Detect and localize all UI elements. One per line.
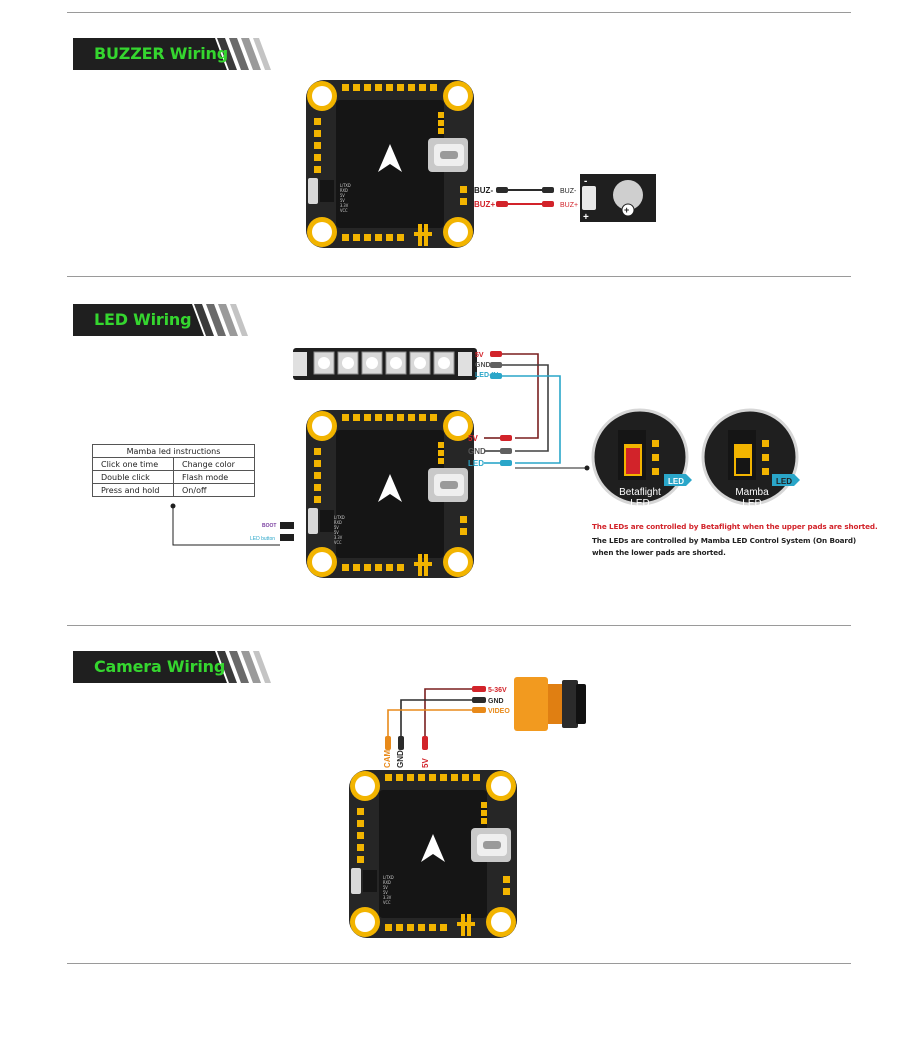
table-cell-action: Click one time (92, 457, 174, 471)
led-note-mamba-2: when the lower pads are shorted. (592, 548, 726, 557)
svg-text:3.3V: 3.3V (383, 895, 392, 900)
svg-text:5V: 5V (383, 890, 388, 895)
table-cell-result: Flash mode (173, 470, 255, 484)
zoom-betaflight-tag: LED (668, 477, 684, 486)
buzzer-fc-board (304, 78, 476, 250)
table-row: Press and hold On/off (92, 483, 255, 497)
divider-2 (67, 625, 851, 626)
svg-text:L/TXD: L/TXD (334, 515, 345, 520)
svg-text:VCC: VCC (340, 208, 348, 213)
svg-text:5V: 5V (383, 885, 388, 890)
board-cam-label: CAM (383, 749, 392, 768)
section-title: BUZZER Wiring (94, 44, 228, 63)
divider-bottom (67, 963, 851, 964)
buzzer-module: + (580, 174, 656, 222)
svg-text:RXD: RXD (383, 880, 391, 885)
led-board-5v-label: 5V (468, 434, 478, 443)
boot-button-label: BOOT (262, 523, 276, 529)
led-board-led-label: LED (468, 459, 484, 468)
svg-text:VCC: VCC (334, 540, 342, 545)
buzzer-polarity-plus: + (583, 212, 589, 223)
led-board-gnd-label: GND (468, 447, 486, 456)
svg-text:5V: 5V (334, 530, 339, 535)
section-header-camera: Camera Wiring (73, 651, 273, 683)
led-strip (293, 348, 477, 380)
section-header-led: LED Wiring (73, 304, 248, 336)
svg-text:+: + (624, 205, 629, 215)
buzzer-polarity-minus: - (584, 176, 587, 187)
header-stripes (178, 304, 248, 336)
header-stripes (201, 651, 271, 683)
svg-text:5V: 5V (340, 198, 345, 203)
camera-fc-board (347, 768, 519, 940)
section-header-buzzer: BUZZER Wiring (73, 38, 273, 70)
led-button-label: LED button (250, 536, 275, 542)
divider-top (67, 12, 851, 13)
led-strip-ledin-label: LED-IN (475, 372, 498, 379)
board-gnd-label: GND (396, 750, 405, 768)
svg-text:3.3V: 3.3V (340, 203, 349, 208)
led-strip-5v-label: 5V (475, 352, 484, 359)
zoom-mamba-sub: LED (742, 498, 761, 509)
table-cell-action: Press and hold (92, 483, 174, 497)
led-strip-gnd-label: GND (475, 362, 491, 369)
zoom-mamba (701, 408, 800, 506)
led-fc-board (304, 408, 476, 580)
buzzer-pad-minus-label: BUZ- (474, 186, 493, 195)
svg-text:RXD: RXD (340, 188, 348, 193)
table-title: Mamba led instructions (92, 444, 255, 458)
cam-video-label: VIDEO (488, 708, 510, 715)
buzzer-plus-label: BUZ+ (560, 202, 578, 209)
svg-text:L/TXD: L/TXD (383, 875, 394, 880)
cam-gnd-label: GND (488, 698, 504, 705)
zoom-betaflight-sub: LED (630, 498, 649, 509)
zoom-mamba-name: Mamba (735, 487, 769, 498)
camera-module (514, 677, 586, 731)
buzzer-pad-plus-label: BUZ+ (474, 200, 495, 209)
zoom-mamba-tag: LED (776, 477, 792, 486)
svg-text:RXD: RXD (334, 520, 342, 525)
section-title: LED Wiring (94, 310, 192, 329)
section-title: Camera Wiring (94, 657, 226, 676)
table-row: Double click Flash mode (92, 470, 255, 484)
board-5v-label: 5V (421, 758, 430, 768)
zoom-betaflight (591, 408, 692, 506)
buzzer-minus-label: BUZ- (560, 188, 577, 195)
table-row: Click one time Change color (92, 457, 255, 471)
cam-5-36v-label: 5-36V (488, 687, 507, 694)
table-cell-result: On/off (173, 483, 255, 497)
svg-text:5V: 5V (340, 193, 345, 198)
svg-text:3.3V: 3.3V (334, 535, 343, 540)
svg-text:VCC: VCC (383, 900, 391, 905)
divider-1 (67, 276, 851, 277)
header-stripes (201, 38, 271, 70)
led-note-mamba-1: The LEDs are controlled by Mamba LED Con… (592, 536, 857, 545)
zoom-betaflight-name: Betaflight (619, 487, 661, 498)
table-cell-action: Double click (92, 470, 174, 484)
svg-text:L/TXD: L/TXD (340, 183, 351, 188)
led-note-betaflight: The LEDs are controlled by Betaflight wh… (592, 522, 878, 531)
svg-text:5V: 5V (334, 525, 339, 530)
table-cell-result: Change color (173, 457, 255, 471)
mamba-led-instructions-table: Mamba led instructions Click one time Ch… (92, 444, 255, 497)
